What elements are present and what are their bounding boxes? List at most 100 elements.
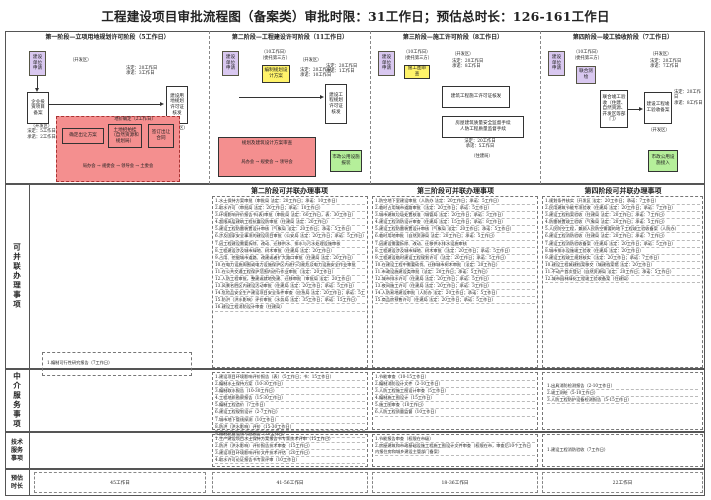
- stage2-dept: （开发区）: [300, 58, 322, 63]
- stage2-pre-time: （10工作日）: [261, 50, 289, 55]
- land-auction-box: 土地招拍挂（自然资源和规划局）: [108, 124, 142, 148]
- stage4-joint-survey-box: 联合测绘: [576, 66, 596, 84]
- stage2-review-box: 规划及建筑设计方案审查: [218, 137, 316, 177]
- list-item: 1.节能报告审查（权限在市级）: [375, 436, 535, 444]
- stage3-title: 第三阶段—施工许可阶段（8工作日）: [378, 32, 528, 41]
- connector: [628, 109, 640, 110]
- stage-divider: [209, 31, 210, 184]
- duration-section: [5, 469, 705, 496]
- stage4-utility-box: 市政公用设施接入: [648, 150, 678, 172]
- list-item: 14.危险品安全生产建设项目安全条件审查（应急局 法定：20工作日；承诺：5工作…: [215, 290, 365, 298]
- list-item: 9.编制抗震设防专题报告（20工作日）: [215, 431, 365, 438]
- list-item: 13.夜间施工许可（住建局 法定：20工作日；承诺：3工作日）: [375, 283, 535, 291]
- stage4-apply-box: 建设单位申请: [548, 51, 565, 76]
- stage2-permit-box: 建设工程规划许可证核发: [325, 84, 347, 124]
- duration-3: 18-36工作日: [372, 472, 538, 493]
- land-price-text: 地价确定（2工作日）: [114, 117, 156, 122]
- stage-divider: [540, 31, 541, 184]
- list-item: 6.人防工程质量监督（10工作日）: [375, 409, 535, 417]
- list-item: 11.市政设施建设类审批（法定：20工作日；承诺：5工作日）: [375, 269, 535, 277]
- parallel-list-3: 1.防空地下室建设审批（人防办 法定：20工作日；承诺：5工作日） 2.临时占用…: [372, 196, 538, 368]
- list-item: 1.防空地下室建设审批（人防办 法定：20工作日；承诺：5工作日）: [375, 198, 535, 206]
- stage1-filing-box: 企业投资项目备案: [27, 92, 49, 124]
- stage3-time: 法定：20工作日 承诺：8工作日: [452, 59, 484, 70]
- list-item: 13.风景名胜区内建设活动审批（住建局 法定：20工作日；承诺：5工作日）: [215, 283, 365, 291]
- list-item: 3.环境影响评价报告书(表)审批（审批局 法定：60工作日，表：30工作日）: [215, 212, 365, 220]
- connector: [49, 104, 161, 105]
- list-item: 2.竣工测绘（5-10工作日）: [547, 390, 698, 398]
- list-item: 4.取水许可论证报告书专家评审（10工作日）: [215, 457, 365, 465]
- list-item: 1.规划条件核实（开发区 法定：20工作日；承诺：7工作日）: [545, 198, 700, 206]
- list-item: 5.建设工程防雷装置设计审核（气象局 法定：20工作日；承诺：5工作日）: [215, 226, 365, 234]
- tech-list-4: 1.建设工程消防验收（7工作日）: [542, 434, 703, 467]
- stage2-pre-party: （委托第三方）: [259, 56, 291, 61]
- connector: [239, 97, 321, 98]
- arrow-icon: [160, 102, 164, 106]
- list-item: 4.工程地质勘察报告（15-30工作日）: [215, 395, 365, 403]
- stage4-filing-box: 建设工程竣工验收备案: [644, 92, 672, 124]
- stage4-pre-time: （10工作日）: [573, 50, 601, 55]
- parallel-header-3: 第三阶段可并联办理事项: [417, 186, 494, 195]
- list-item: 1.节能审查（10-15工作日）: [375, 374, 535, 382]
- list-item: 2.编制水土保持方案（10-30工作日）: [215, 381, 365, 389]
- list-item: 4.建设工程消防设计审查（住建局 法定：15工作日；承诺：8工作日）: [375, 219, 535, 227]
- parallel-header-2: 第二阶段可并联办理事项: [251, 186, 328, 195]
- list-item: 7.城市地下管线探测（10工作日）: [215, 417, 365, 424]
- stage2-time: 法定：20工作日 承诺：10工作日: [300, 68, 332, 79]
- list-item: 11.在公共交通工程保护范围内进行作业审批（法定：20工作日）: [215, 269, 365, 277]
- list-item: 2.取水许可（审批局 法定：20工作日；承诺：10工作日）: [215, 205, 365, 213]
- agency-list-3: 1.节能审查（10-15工作日） 2.编制消防设计文件（2-10工作日） 3.人…: [372, 372, 538, 430]
- stage3-permit-box: 建筑工程施工许可证核发: [442, 86, 510, 108]
- list-item: 1.建设项目环境影响评价报告（表）（5工作日；书：15工作日）: [215, 374, 365, 382]
- stage4-filing-time: 法定：20工作日 承诺：8工作日: [674, 90, 703, 106]
- list-item: 5.人民防空工程，兼顾人民防空需要的地下工程竣工验收备案（人防办）: [545, 226, 700, 234]
- list-item: 6.涉及国家安全事项的建设项目审批（公安局 法定：20工作日；承诺：5工作日）: [215, 233, 365, 241]
- stage1-title: 第一阶段—立项用地规划许可阶段（5工作日）: [20, 32, 195, 41]
- list-item: 14.人防易地建设审批（人防办 法定：20工作日；承诺：5工作日）: [375, 290, 535, 298]
- list-item: 7.因工程建设需要拆除、改动、迁移供水、排水与污水处理设施审核: [215, 241, 365, 248]
- duration-4: 22工作日: [542, 472, 703, 493]
- list-item: 2.房屋建筑和市政基础设施工程施工图设计文件审查（权限在市，审查后10个工作日内…: [375, 443, 535, 457]
- stage3-apply-box: 建设单位申请: [378, 51, 395, 76]
- list-item: 5.编制工程造价（7工作日）: [215, 402, 365, 410]
- list-item: 2.编制消防设计文件（2-10工作日）: [375, 381, 535, 389]
- list-item: 6.临时用地审批（自然资源局 法定：20工作日；承诺：5工作日）: [375, 233, 535, 241]
- list-item: 8.城市排水设施竣工验收（住建局 法定：20工作日）: [545, 248, 700, 255]
- list-item: 1.编制可行性研究报告（7工作日）: [47, 360, 113, 365]
- stage3-design-box: 施工图审查: [404, 65, 430, 79]
- list-item: 3.人防工程施工图设计审查（5工作日）: [375, 388, 535, 396]
- stage1-apply-box: 建设单位申请: [29, 51, 46, 76]
- row-label-agency: 中介服务事项: [5, 369, 30, 432]
- list-item: 9.占用、挖掘城市道路、改建或者扩大路口审批（住建局 法定：20工作日）: [215, 255, 365, 262]
- list-item: 10.在建设工程中需要砍伐、迁移城市树木审批（法定：20工作日）: [375, 262, 535, 269]
- duration-2: 41-56工作日: [212, 472, 368, 493]
- list-item: 15.防洪（洪水影响）评价审批（水务局 法定：35工作日；承诺：15工作日）: [215, 297, 365, 305]
- list-item: 5.施工图审查（10工作日）: [375, 402, 535, 410]
- list-item: 3.人防工程防护设备检测报告（5-15工作日）: [547, 397, 698, 405]
- row-label-duration-text: 预估时长: [10, 474, 23, 490]
- stage2-meeting-chain: 局办会 → 规委会 → 领导会: [241, 160, 293, 165]
- agency-list-1: 1.编制可行性研究报告（7工作日）: [42, 352, 192, 376]
- row-label-tech: 技术服务事项: [5, 432, 30, 469]
- transfer-plan-box: 确定出让方案: [62, 128, 104, 144]
- parallel-section: [5, 184, 705, 369]
- stage4-joint-acceptance-box: 联合竣工验收（住建、自然资源、开发区等部门）: [600, 90, 628, 128]
- list-item: 11.不动产首次登记（自然资源局 法定：20工作日；承诺：5工作日）: [545, 269, 700, 277]
- list-item: 6.建设工程消防验收（住建局 法定：20工作日；承诺：7工作日）: [545, 233, 700, 241]
- arrow-icon: [35, 88, 39, 92]
- list-item: 15.商品房预售许可（住建局 法定：20工作日；承诺：5工作日）: [375, 297, 535, 305]
- stage2-utility-box: 市政公用设施报装: [330, 150, 362, 172]
- list-item: 7.建设工程消防验收备案（住建局 法定：20工作日；承诺：5工作日）: [545, 241, 700, 248]
- list-item: 10.在电力设施周围或电力设施保护区内进行可能危及电力设施安全作业审批: [215, 262, 365, 269]
- list-item: 12.城市园林绿化工程竣工验收备案（住建局）: [545, 276, 700, 284]
- list-item: 8.防洪（洪水影响）评价（15-30工作日）: [215, 424, 365, 431]
- list-item: 3.建设项目环境影响评价文件技术评估（20工作日）: [215, 450, 365, 458]
- tech-list-3: 1.节能报告审查（权限在市级） 2.房屋建筑和市政基础设施工程施工图设计文件审查…: [372, 434, 538, 467]
- list-item: 3.编制取水报告（10-30工作日）: [215, 388, 365, 396]
- parallel-list-4: 1.规划条件核实（开发区 法定：20工作日；承诺：7工作日） 2.民用建筑节能专…: [542, 196, 703, 368]
- stage3-supervision-time: 法定：20工作日 承诺：5工作日: [464, 139, 496, 150]
- list-item: 1.生产建设项目水土保持方案报告书专家技术评审（15工作日）: [215, 436, 365, 444]
- tech-list-2: 1.生产建设项目水土保持方案报告书专家技术评审（15工作日） 2.防洪（洪水影响…: [212, 434, 368, 467]
- stage4-title: 第四阶段—竣工验收阶段（7工作日）: [548, 32, 698, 41]
- arrow-icon: [320, 95, 324, 99]
